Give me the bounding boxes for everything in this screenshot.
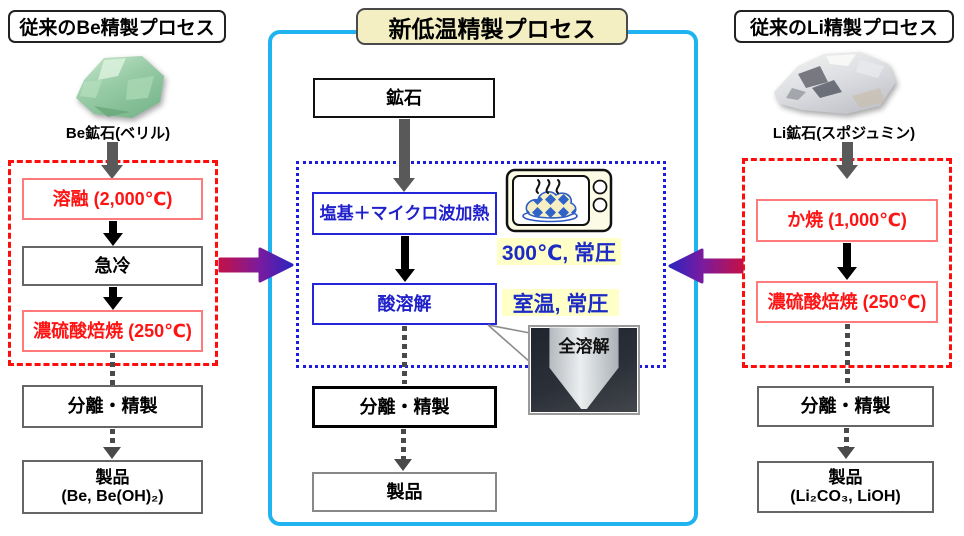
center-ore-box: 鉱石 <box>313 78 495 118</box>
left-step-melt: 溶融 (2,000℃) <box>22 178 203 220</box>
left-step-roast: 濃硫酸焙焼 (250℃) <box>22 310 203 352</box>
left-process-title: 従来のBe精製プロセス <box>8 10 226 43</box>
arrow-microwave-to-acid <box>395 236 415 282</box>
arrow-melt-to-quench <box>103 221 123 246</box>
dotted-connector-left <box>110 353 115 385</box>
spodumene-ore-caption: Li鉱石(スポジュミン) <box>772 125 916 142</box>
steam-icon <box>545 179 551 194</box>
arrow-quench-to-roast <box>103 287 123 310</box>
center-step-acid: 酸溶解 <box>312 283 497 325</box>
right-separation-box: 分離・精製 <box>757 386 934 427</box>
dotted-arrow-center-product <box>394 429 412 471</box>
arrow-ore-to-right-process <box>836 142 858 179</box>
transform-arrow-left-to-center <box>218 247 294 283</box>
photo-label: 全溶解 <box>558 337 610 356</box>
center-step-microwave: 塩基＋マイクロ波加熱 <box>312 192 497 235</box>
right-step-calcine: か焼 (1,000℃) <box>756 199 938 242</box>
beryl-ore-caption: Be鉱石(ベリル) <box>65 125 171 142</box>
center-separation-box: 分離・精製 <box>312 386 497 428</box>
microwave-icon <box>505 168 613 233</box>
center-product-box: 製品 <box>312 472 497 512</box>
arrow-calcine-to-roast <box>837 243 857 280</box>
connector-bottom-right <box>664 365 744 369</box>
right-step-roast: 濃硫酸焙焼 (250℃) <box>756 281 938 323</box>
connector-bottom-left <box>218 364 298 368</box>
arrow-ore-to-left-process <box>101 142 123 179</box>
arrow-head <box>101 165 123 179</box>
connector-top-left <box>218 158 298 162</box>
left-separation-box: 分離・精製 <box>22 385 203 428</box>
left-process-title-label: 従来のBe精製プロセス <box>19 18 215 39</box>
center-process-title: 新低温精製プロセス <box>356 8 628 45</box>
spodumene-ore-image <box>774 52 896 114</box>
left-product-label: 製品 <box>95 468 130 488</box>
food-icon <box>525 191 577 219</box>
left-step-quench: 急冷 <box>22 246 203 286</box>
dotted-arrow-right-product <box>837 428 855 459</box>
left-product-box: 製品 (Be, Be(OH)₂) <box>22 460 203 514</box>
connector-top-right <box>664 156 744 160</box>
right-process-title: 従来のLi精製プロセス <box>734 10 954 43</box>
arrow-shaft <box>106 142 118 165</box>
left-product-detail: (Be, Be(OH)₂) <box>61 487 164 505</box>
acid-condition-label: 室温, 常圧 <box>502 289 619 316</box>
steam-icon <box>555 179 561 194</box>
center-process-title-label: 新低温精製プロセス <box>388 15 596 42</box>
transform-arrow-right-to-center <box>668 248 744 284</box>
dotted-connector-right <box>845 324 850 384</box>
right-product-detail: (Li₂CO₃, LiOH) <box>790 487 901 505</box>
steam-icon <box>535 179 541 194</box>
beryl-ore-image <box>76 56 164 118</box>
right-process-title-label: 従来のLi精製プロセス <box>750 18 938 39</box>
microwave-condition-label: 300℃, 常圧 <box>497 238 621 265</box>
right-product-label: 製品 <box>828 468 863 488</box>
photo-callout-lines <box>487 324 531 363</box>
right-product-box: 製品 (Li₂CO₃, LiOH) <box>757 461 934 513</box>
full-dissolution-photo: 全溶解 <box>528 325 640 415</box>
dotted-arrow-left-product <box>103 429 121 459</box>
arrow-ore-to-microwave <box>393 119 415 192</box>
dotted-connector-center <box>402 326 407 384</box>
center-low-temp-frame <box>296 161 666 368</box>
